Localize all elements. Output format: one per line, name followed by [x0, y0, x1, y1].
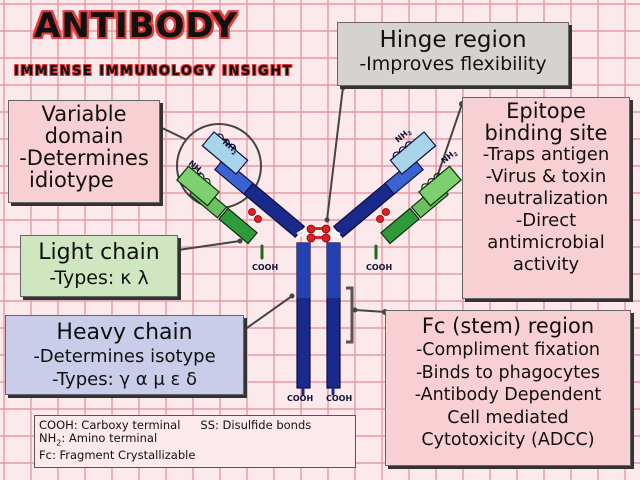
heavy-line-3: -Types: γ α μ ε δ	[52, 369, 197, 390]
epitope-line-8: activity	[512, 254, 580, 275]
callout-light	[177, 240, 241, 251]
heavy-chain-arm-right	[332, 158, 424, 238]
fc-bracket	[346, 286, 354, 344]
variable-line-3: -Determines	[19, 146, 149, 170]
variable-line-2: domain	[44, 124, 124, 148]
legend-cooh: COOH: Carboxy terminal	[39, 418, 181, 432]
fc-line-5: Cell mediated	[447, 407, 569, 428]
callout-hinge	[326, 86, 344, 221]
callout-fc	[354, 309, 386, 313]
epitope-line-2: binding site	[484, 121, 608, 145]
heavy-line-2: -Determines isotype	[33, 346, 216, 367]
variable-tip-heavy-left	[201, 131, 249, 175]
cooh-label: COOH	[287, 394, 313, 403]
variable-line-4: idiotype	[29, 168, 114, 192]
epitope-line-4: -Virus & toxin	[485, 166, 607, 187]
fc-stem-region-box: Fc (stem) region -Compliment fixation -B…	[385, 310, 631, 466]
heavy-line-1: Heavy chain	[56, 320, 193, 345]
light-chain-box: Light chain -Types: κ λ	[20, 235, 178, 297]
callout-epitope	[435, 103, 463, 181]
callout-heavy	[243, 295, 293, 331]
light-line-2: -Types: κ λ	[49, 267, 149, 289]
light-line-1: Light chain	[38, 240, 160, 265]
legend-ss: SS: Disulfide bonds	[200, 418, 312, 432]
fc-line-2: -Compliment fixation	[415, 340, 601, 360]
nh2-label: NH2	[440, 147, 460, 167]
cooh-label: COOH	[366, 263, 392, 272]
epitope-line-7: antimicrobial	[487, 232, 605, 253]
cooh-label: COOH	[252, 263, 278, 272]
heavy-chain-arm-left	[214, 158, 306, 238]
epitope-line-5: neutralization	[483, 188, 609, 209]
legend-nh2: NH	[39, 431, 57, 445]
heavy-chain-stems	[296, 242, 341, 389]
epitope-binding-site-box: Epitope binding site -Traps antigen -Vir…	[462, 97, 630, 299]
variable-tip-light-left	[176, 165, 220, 207]
hinge-line-2: -Improves flexibility	[359, 53, 547, 75]
fc-line-3: -Binds to phagocytes	[415, 362, 601, 383]
heavy-chain-box: Heavy chain -Determines isotype -Types: …	[5, 315, 244, 395]
epitope-line-1: Epitope	[506, 99, 586, 123]
fc-line-4: -Antibody Dependent	[414, 385, 602, 405]
cooh-label: COOH	[326, 394, 352, 403]
legend-nh2-sub: 2	[56, 438, 62, 448]
legend-row-3: Fc: Fragment Crystallizable	[39, 448, 196, 463]
hinge-region-box: Hinge region -Improves flexibility	[337, 22, 569, 86]
variable-line-1: Variable	[41, 102, 127, 126]
logo-title: ANTIBODY	[34, 6, 238, 46]
variable-tip-light-right	[418, 165, 462, 207]
legend-nh2-desc: : Amino terminal	[61, 431, 158, 445]
variable-domain-box: Variable domain -Determines idiotype	[8, 100, 160, 203]
hinge-line-1: Hinge region	[379, 27, 527, 53]
epitope-line-6: -Direct	[515, 210, 577, 231]
disulfide-bonds	[248, 208, 390, 243]
variable-tip-heavy-right	[389, 131, 437, 175]
callout-variable	[159, 126, 188, 141]
legend-row-2: NH2: Amino terminal	[39, 432, 351, 449]
legend-box: COOH: Carboxy terminal SS: Disulfide bond…	[34, 415, 356, 468]
fc-line-1: Fc (stem) region	[421, 314, 595, 338]
legend-row-1: COOH: Carboxy terminal SS: Disulfide bond…	[39, 419, 351, 432]
epitope-line-3: -Traps antigen	[482, 144, 610, 165]
logo-subtitle: IMMENSE IMMUNOLOGY INSIGHT	[14, 64, 293, 79]
fc-line-6: Cytotoxicity (ADCC)	[421, 430, 595, 450]
